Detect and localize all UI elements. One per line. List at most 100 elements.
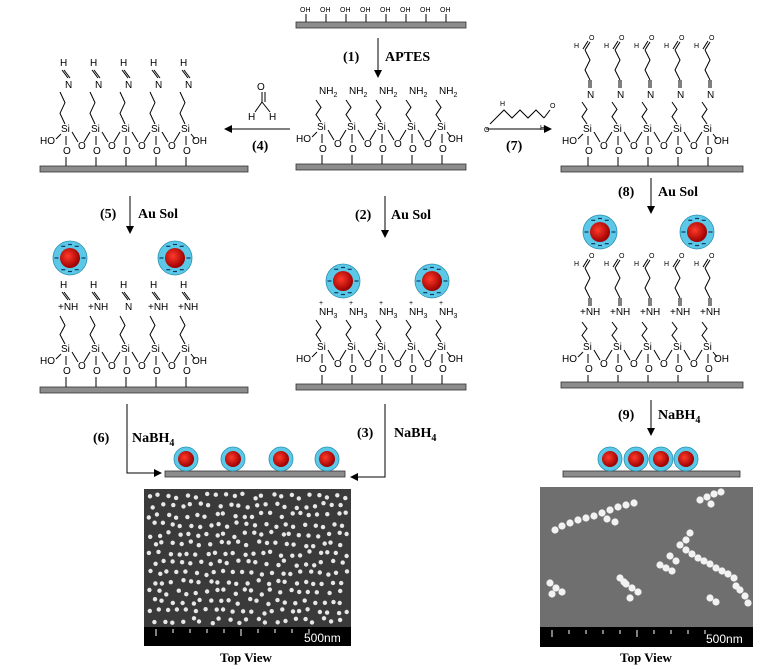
sem-particle [166, 530, 171, 535]
bond [672, 258, 679, 268]
bond [712, 351, 718, 358]
bond [71, 351, 79, 363]
atom-label: NH3 [379, 307, 397, 320]
atom-label: HO [296, 354, 311, 365]
sem-particle [168, 580, 173, 585]
sem-particle [157, 533, 163, 539]
sem-particle [293, 616, 299, 621]
atom-label: O [93, 146, 101, 157]
propyl-chain [375, 99, 382, 123]
bond [417, 349, 425, 361]
sem-particle [298, 510, 303, 516]
sem-particle [590, 512, 598, 520]
atom-label: O [690, 359, 698, 370]
sem-particle [706, 594, 714, 602]
atom-label: Si [317, 122, 326, 133]
atom-label: Si [347, 122, 356, 133]
atom-label: N [185, 80, 192, 91]
sem-particle [338, 542, 343, 548]
sem-particle [284, 541, 289, 547]
pentyl-chain [644, 267, 651, 299]
propyl-chain [581, 101, 588, 125]
atom-label: OH [360, 7, 371, 14]
atom-label: H [60, 58, 67, 69]
sem-particle [682, 546, 690, 554]
sem-particle [152, 619, 157, 625]
sem-particle [290, 524, 296, 529]
atom-label: O [319, 364, 327, 375]
sem-particle [230, 550, 235, 556]
atom-label: NH2 [349, 86, 367, 99]
step-2-label: (2) [355, 208, 372, 223]
bond [113, 131, 121, 143]
gold-nanoparticle [623, 446, 649, 472]
sem-particle [211, 569, 216, 575]
sem-particle [306, 512, 311, 518]
sem-particle [261, 550, 266, 556]
particle-core [590, 222, 610, 242]
gold-nanoparticle [582, 214, 618, 250]
sem-particle [189, 523, 194, 529]
sem-particle [176, 588, 181, 593]
sem-particle [184, 592, 189, 597]
sem-particle [148, 568, 153, 574]
sem-particle [306, 533, 311, 538]
svg-text:H: H [248, 112, 255, 123]
atom-label: N [95, 80, 102, 91]
sem-particle [193, 552, 198, 557]
sem-particle [706, 560, 714, 568]
sem-particle [152, 520, 157, 525]
bond [83, 351, 91, 363]
atom-label: O [649, 253, 655, 260]
sem-particle [154, 512, 160, 517]
atom-label: + [409, 300, 413, 307]
sem-particle [165, 607, 171, 613]
atom-label: O [123, 146, 131, 157]
sem-particle [344, 553, 349, 559]
sem-particle [259, 532, 264, 537]
sem-particle [566, 519, 574, 527]
sem-particle [170, 522, 175, 527]
sem-particle [303, 522, 308, 527]
sem-particle [178, 532, 183, 537]
sem-particle [344, 569, 350, 574]
bond [429, 129, 437, 141]
sem-particle [156, 607, 161, 612]
atom-label: O [78, 361, 86, 372]
bond [151, 69, 159, 79]
atom-label: H [180, 58, 187, 69]
atom-label: NH2 [409, 86, 427, 99]
sem-particle [296, 533, 301, 538]
atom-label: O [394, 139, 402, 150]
sem-particle [335, 493, 340, 498]
atom-label: O [138, 141, 146, 152]
sem-particle [316, 534, 321, 539]
sem-particle [305, 607, 310, 612]
sem-particle [221, 587, 226, 592]
atom-label: O [619, 35, 625, 42]
bond [387, 129, 395, 141]
sem-particle [297, 589, 302, 595]
atom-label: OH [380, 7, 391, 14]
sem-particle [226, 540, 231, 545]
bond [612, 258, 619, 268]
sem-particle [614, 503, 622, 511]
sem-particle [191, 601, 197, 606]
dispersed-particles-substrate [164, 446, 346, 478]
bond [123, 291, 131, 301]
sem-particle [264, 540, 270, 546]
sem-particle [170, 559, 175, 564]
sem-particle [307, 549, 312, 554]
sem-particle [266, 581, 272, 587]
sem-particle [240, 609, 246, 614]
atom-label: Si [437, 342, 446, 353]
atom-label: Si [151, 344, 160, 355]
bond [642, 258, 649, 268]
atom-label: O [108, 361, 116, 372]
sem-particle [181, 504, 186, 509]
atom-label: +NH [178, 302, 198, 313]
sem-particle [216, 616, 221, 621]
sem-particle [177, 523, 182, 529]
sem-particle [244, 521, 249, 526]
sem-particle [239, 569, 245, 575]
